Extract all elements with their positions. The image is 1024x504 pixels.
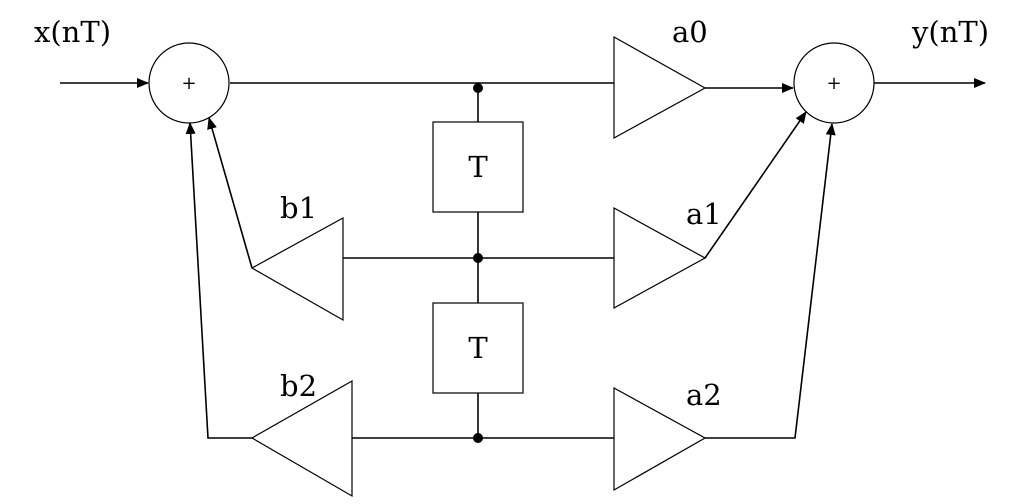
delay-box-2 — [432, 302, 524, 394]
input-adder-symbol: + — [181, 73, 196, 94]
gain-b1 — [250, 216, 344, 322]
gain-a2 — [613, 386, 707, 492]
delay-box-1 — [432, 121, 524, 213]
b1-to-adder-arrow — [207, 117, 253, 269]
coef-a1-label: a1 — [686, 197, 722, 231]
b2-to-adder-arrow — [185, 122, 252, 439]
gain-a1 — [613, 206, 707, 310]
gain-b2 — [250, 379, 353, 498]
gain-a0 — [613, 35, 707, 140]
coef-b2-label: b2 — [280, 369, 317, 403]
coef-a2-label: a2 — [686, 378, 722, 412]
output-label: y(nT) — [911, 15, 989, 49]
output-adder-symbol: + — [826, 73, 841, 94]
a1-to-adder-arrow — [704, 111, 807, 259]
coef-a0-label: a0 — [672, 15, 708, 49]
delay-box-2-label: T — [468, 331, 488, 365]
node-dot-top — [473, 83, 483, 93]
a2-to-adder-arrow — [705, 123, 836, 439]
coef-b1-label: b1 — [280, 191, 317, 225]
delay-box-1-label: T — [468, 150, 488, 184]
input-label: x(nT) — [34, 15, 111, 49]
